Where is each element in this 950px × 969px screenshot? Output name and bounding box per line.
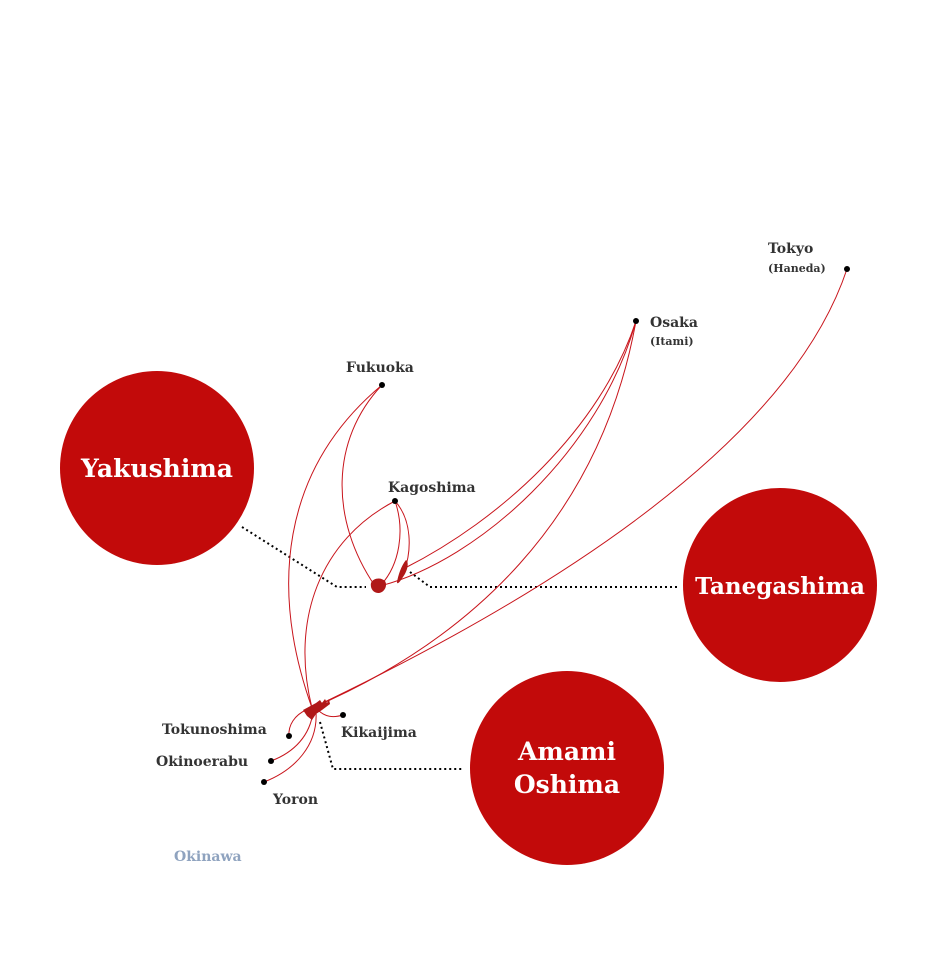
- route-kagoshima-amami: [304, 500, 396, 709]
- fukuoka-label: Fukuoka: [346, 360, 414, 376]
- yakushima-badge[interactable]: Yakushima: [60, 371, 254, 565]
- route-fukuoka-yakushima: [341, 384, 383, 587]
- okinawa-label: Okinawa: [174, 849, 242, 865]
- yoron-dot: [261, 779, 267, 785]
- kagoshima-label: Kagoshima: [388, 480, 476, 496]
- tanegashima-badge[interactable]: Tanegashima: [683, 488, 877, 682]
- kikaijima-dot: [340, 712, 346, 718]
- fukuoka-dot: [379, 382, 385, 388]
- route-amami-okinoerabu: [270, 711, 314, 762]
- yakushima-title: Yakushima: [80, 454, 233, 483]
- yakushima-island-shape: [370, 578, 387, 593]
- kikaijima-label: Kikaijima: [341, 725, 417, 741]
- osaka-label: Osaka: [650, 315, 698, 331]
- tanegashima-title: Tanegashima: [695, 573, 865, 600]
- tokunoshima-label: Tokunoshima: [162, 722, 267, 738]
- route-osaka-amami: [311, 320, 637, 709]
- tanegashima-island-shape: [397, 560, 408, 584]
- yoron-label: Yoron: [272, 792, 318, 808]
- kagoshima-dot: [392, 498, 398, 504]
- route-kagoshima-yakushima: [379, 500, 401, 587]
- route-osaka-yakushima: [379, 320, 637, 587]
- osaka-dot: [633, 318, 639, 324]
- amami-title-line2: Oshima: [514, 770, 620, 799]
- okinoerabu-label: Okinoerabu: [156, 754, 248, 770]
- osaka-sublabel: (Itami): [650, 335, 694, 348]
- route-amami-tokunoshima: [288, 709, 307, 737]
- tokyo-label: Tokyo: [768, 241, 813, 257]
- route-amami-kikaijima: [317, 709, 344, 718]
- route-amami-yoron: [263, 711, 317, 783]
- tanegashima-leader: [409, 571, 678, 588]
- amami-title-line1: Amami: [517, 737, 616, 766]
- tokyo-sublabel: (Haneda): [768, 262, 826, 275]
- yakushima-leader: [241, 526, 366, 588]
- tokunoshima-dot: [286, 733, 292, 739]
- amami-leader: [319, 721, 463, 770]
- amami-island-shape: [303, 699, 330, 720]
- route-tokyo-amami: [311, 268, 848, 709]
- amami-oshima-badge[interactable]: Amami Oshima: [470, 671, 664, 865]
- tokyo-dot: [844, 266, 850, 272]
- routes: [263, 268, 848, 783]
- okinoerabu-dot: [268, 758, 274, 764]
- route-osaka-tanegashima: [404, 320, 637, 569]
- route-fukuoka-amami: [288, 384, 383, 709]
